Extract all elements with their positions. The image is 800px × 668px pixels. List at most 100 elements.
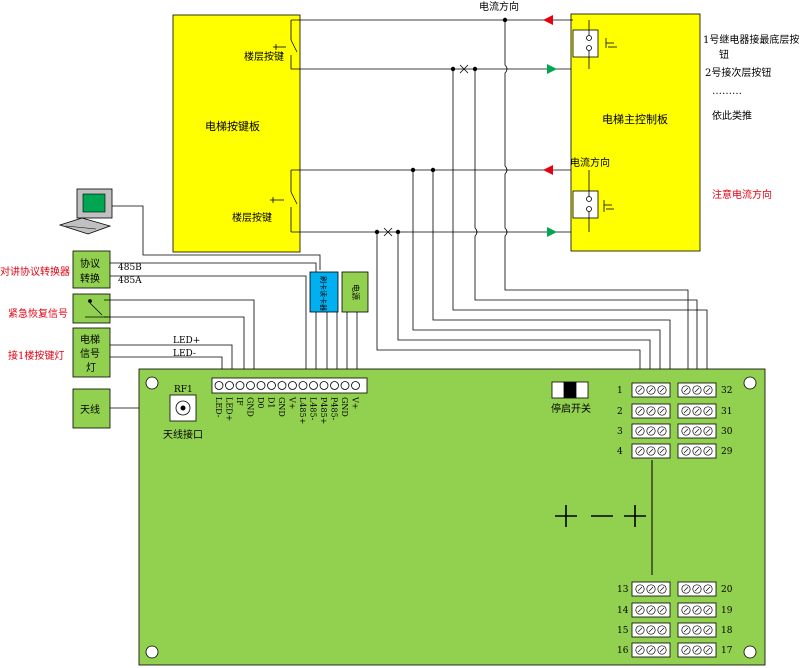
protocol-convert-box bbox=[72, 250, 111, 289]
relay-right-block bbox=[677, 382, 717, 398]
relay-right-block bbox=[677, 622, 717, 638]
relay-left-number: 1 bbox=[617, 386, 623, 396]
relay-right-number: 32 bbox=[721, 386, 732, 396]
relay-right-block bbox=[677, 403, 717, 419]
terminal-label: P485+ bbox=[319, 397, 328, 424]
arrow-red-mid bbox=[543, 165, 553, 175]
card-reader-module bbox=[309, 271, 339, 313]
relay-left-block bbox=[631, 443, 671, 459]
power-label: 电源 bbox=[351, 284, 361, 300]
elevator-signal-l3: 灯 bbox=[86, 362, 96, 374]
terminal-screw bbox=[277, 381, 287, 390]
relay-right-number: 30 bbox=[721, 427, 733, 437]
relay-right-number: 31 bbox=[721, 407, 732, 417]
wire-485b: 485B bbox=[118, 263, 142, 273]
note-relay2: 2号接次层按钮 bbox=[705, 66, 771, 79]
terminal-label: LED+ bbox=[225, 397, 234, 421]
floor-key-top: 楼层按键 bbox=[244, 20, 298, 69]
terminal-screw bbox=[288, 381, 297, 390]
terminal-label: L485- bbox=[309, 397, 318, 421]
relay-left-block bbox=[631, 382, 671, 398]
relay-left-block bbox=[631, 581, 671, 597]
terminal-screw bbox=[340, 381, 350, 390]
rf1-label: RF1 bbox=[174, 385, 193, 395]
card-reader-label: 刷卡读卡器 bbox=[319, 276, 328, 311]
junction-dots bbox=[374, 17, 508, 235]
relay-right-number: 18 bbox=[721, 626, 733, 636]
note-and-so-on: 依此类推 bbox=[712, 109, 752, 122]
terminal-label: L485+ bbox=[298, 397, 307, 424]
relay-left-block bbox=[631, 602, 671, 618]
terminal-screw bbox=[214, 381, 224, 390]
terminal-screw bbox=[256, 381, 266, 390]
terminal-label: P485- bbox=[330, 397, 339, 421]
floor-key-bottom-label: 楼层按键 bbox=[232, 211, 272, 224]
power-module bbox=[341, 271, 369, 313]
terminal-screw bbox=[330, 381, 339, 390]
computer-icon bbox=[58, 188, 113, 235]
relay-right-number: 19 bbox=[721, 606, 733, 616]
emergency-switch-box bbox=[72, 293, 111, 324]
relay-right-block bbox=[677, 602, 717, 618]
terminal-label: GND bbox=[277, 397, 286, 417]
relay-left-block bbox=[631, 423, 671, 439]
module-wires bbox=[326, 312, 358, 378]
stop-switch[interactable] bbox=[551, 381, 589, 399]
terminal-label: LED- bbox=[214, 397, 223, 418]
relay-left-number: 2 bbox=[617, 407, 623, 417]
terminal-label: GND bbox=[340, 397, 349, 417]
relay-wires bbox=[376, 20, 708, 383]
antenna-box bbox=[72, 388, 111, 429]
antenna-port-icon bbox=[169, 394, 197, 422]
relay-left-number: 14 bbox=[617, 606, 629, 616]
terminal-screw bbox=[351, 381, 360, 390]
wire-led-plus: LED+ bbox=[173, 336, 200, 346]
relay-right-block bbox=[677, 642, 717, 658]
terminal-label: V+ bbox=[351, 396, 360, 409]
polarity-marks bbox=[555, 460, 653, 575]
relay-right-block bbox=[677, 443, 717, 459]
relay-left-block bbox=[631, 403, 671, 419]
relay-right-number: 29 bbox=[721, 447, 733, 457]
relay-right-block bbox=[677, 423, 717, 439]
relay-left-number: 3 bbox=[617, 427, 623, 437]
cross-marks bbox=[383, 64, 469, 237]
terminal-screw bbox=[235, 381, 245, 390]
terminal-label: V+ bbox=[288, 396, 297, 409]
elevator-signal-l1: 电梯 bbox=[80, 333, 100, 346]
antenna-label: 天线 bbox=[80, 403, 100, 416]
terminal-screw bbox=[309, 381, 318, 390]
terminal-label: GND bbox=[246, 397, 255, 417]
note-relay1-line1: 1号继电器接最底层按 bbox=[703, 33, 799, 46]
bus-lines bbox=[291, 19, 590, 233]
elevator-signal-box bbox=[72, 327, 111, 378]
wire-led-minus: LED- bbox=[173, 349, 196, 359]
relay-right-block bbox=[677, 581, 717, 597]
relay-left-block bbox=[631, 642, 671, 658]
note-relay1-line2: 钮 bbox=[719, 48, 729, 61]
relay-left-number: 15 bbox=[617, 626, 629, 636]
arrow-red-top bbox=[543, 15, 553, 25]
keypad-board-title: 电梯按键板 bbox=[205, 119, 260, 133]
note-dots: ……… bbox=[712, 86, 742, 97]
relay-left-block bbox=[631, 622, 671, 638]
terminal-label: IF bbox=[235, 397, 244, 406]
relay-left-number: 4 bbox=[617, 447, 623, 457]
relay-right-number: 20 bbox=[721, 585, 733, 595]
wire-485a: 485A bbox=[118, 276, 142, 286]
elevator-signal-l2: 信号 bbox=[80, 348, 100, 360]
terminal-screw bbox=[225, 381, 234, 390]
terminal-screw bbox=[319, 381, 329, 390]
label-intercom-converter: 对讲协议转换器 bbox=[0, 265, 70, 278]
relay-left-number: 13 bbox=[617, 585, 629, 595]
stop-switch-label: 停启开关 bbox=[551, 402, 591, 415]
arrow-green-bottom bbox=[547, 227, 557, 237]
terminal-screw bbox=[246, 381, 255, 390]
label-emergency-restore: 紧急恢复信号 bbox=[8, 307, 68, 320]
arrow-green-top bbox=[547, 64, 557, 74]
terminal-label: D1 bbox=[267, 397, 276, 409]
label-floor1-key-light: 接1楼按键灯 bbox=[8, 349, 64, 362]
